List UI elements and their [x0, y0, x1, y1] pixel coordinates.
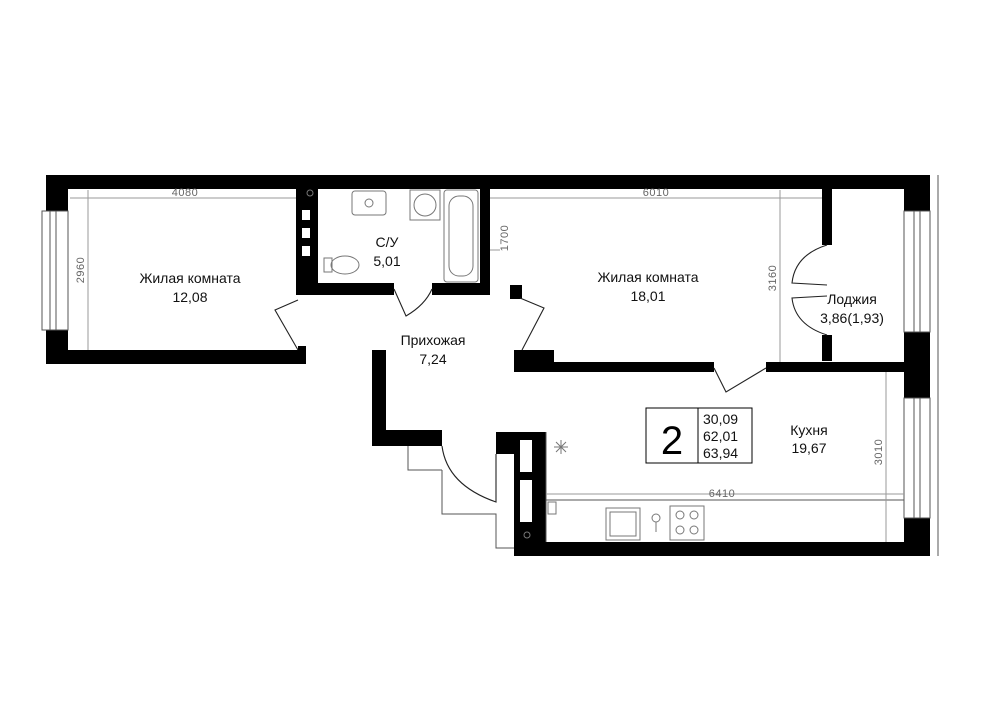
- dim-living1-depth: 2960: [75, 257, 87, 283]
- dim-kitchen-depth: 3010: [873, 439, 885, 465]
- dim-living2-width: 6010: [643, 187, 669, 199]
- room-living1-name: Жилая комната: [139, 270, 240, 286]
- summary-badge: 2 30,09 62,01 63,94: [645, 407, 753, 464]
- room-living1-area: 12,08: [172, 289, 207, 305]
- dim-bath-depth: 1700: [499, 225, 511, 251]
- rooms-count: 2: [661, 419, 683, 463]
- room-kitchen-area: 19,67: [791, 440, 826, 456]
- dim-living2-depth: 3160: [767, 265, 779, 291]
- room-bathroom-name: С/У: [376, 234, 399, 250]
- room-hall-name: Прихожая: [401, 332, 466, 348]
- room-hall: Прихожая 7,24: [401, 332, 466, 367]
- total-area-with-loggia: 63,94: [703, 445, 738, 461]
- windows: [41, 175, 939, 556]
- room-kitchen-name: Кухня: [790, 422, 827, 438]
- dimension-lines: [70, 190, 904, 542]
- doors: [274, 244, 828, 549]
- bathroom-fixtures: [323, 189, 479, 283]
- room-loggia: Лоджия 3,86(1,93): [820, 291, 884, 326]
- kitchen-fixtures: [545, 432, 904, 542]
- room-loggia-name: Лоджия: [827, 291, 877, 307]
- room-living1: Жилая комната 12,08: [139, 270, 240, 305]
- room-hall-area: 7,24: [419, 351, 446, 367]
- living-area: 30,09: [703, 411, 738, 427]
- dim-living1-width: 4080: [172, 187, 198, 199]
- walls: [46, 175, 930, 556]
- ventilation-shafts: [302, 189, 532, 539]
- room-kitchen: Кухня 19,67: [790, 422, 827, 456]
- room-bathroom-area: 5,01: [373, 253, 400, 269]
- room-living2: Жилая комната 18,01: [597, 269, 698, 304]
- total-area: 62,01: [703, 428, 738, 444]
- room-bathroom: С/У 5,01: [373, 234, 400, 269]
- room-loggia-area: 3,86(1,93): [820, 310, 884, 326]
- room-living2-name: Жилая комната: [597, 269, 698, 285]
- room-living2-area: 18,01: [630, 288, 665, 304]
- dim-kitchen-width: 6410: [709, 488, 735, 500]
